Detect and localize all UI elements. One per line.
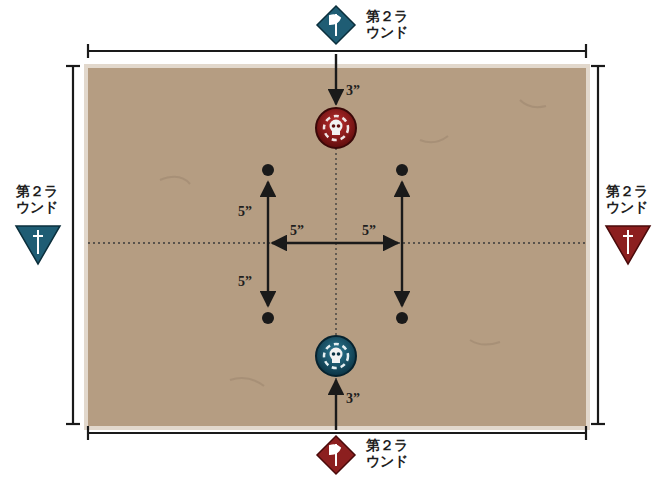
player-icon: [317, 6, 355, 44]
objective-marker: [316, 108, 356, 148]
objective-marker: [316, 336, 356, 376]
dimension-label: 3”: [346, 392, 360, 406]
round-label: 第２ラウンド: [604, 184, 650, 216]
dimension-label: 5”: [362, 224, 376, 238]
round-label: 第２ラウンド: [366, 9, 412, 41]
dimension-label: 3”: [346, 84, 360, 98]
dimension-label: 5”: [290, 224, 304, 238]
dimension-label: 5”: [238, 275, 252, 289]
round-label: 第２ラウンド: [14, 184, 60, 216]
player-icon: [317, 436, 355, 474]
dimension-label: 5”: [238, 205, 252, 219]
player-icon: [606, 226, 650, 264]
round-label: 第２ラウンド: [366, 438, 412, 470]
player-icon: [16, 226, 60, 264]
